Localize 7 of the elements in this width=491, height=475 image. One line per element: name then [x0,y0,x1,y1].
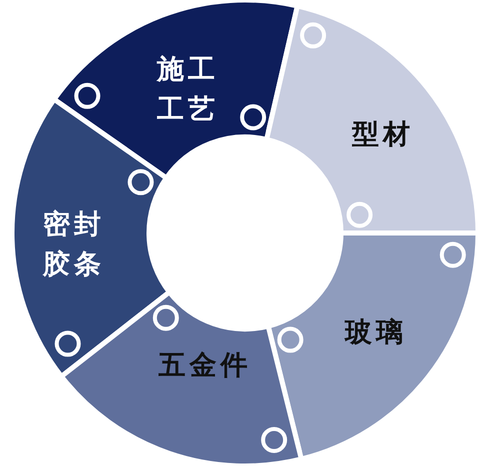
segment-label: 型材 [351,118,415,152]
segment-label: 施工工艺 [156,53,220,127]
puzzle-segment [61,292,302,466]
puzzle-segment [266,5,478,233]
segment-label: 玻璃 [343,316,408,350]
segment-label: 密封胶条 [42,208,106,282]
segment-label: 五金件 [158,349,252,383]
